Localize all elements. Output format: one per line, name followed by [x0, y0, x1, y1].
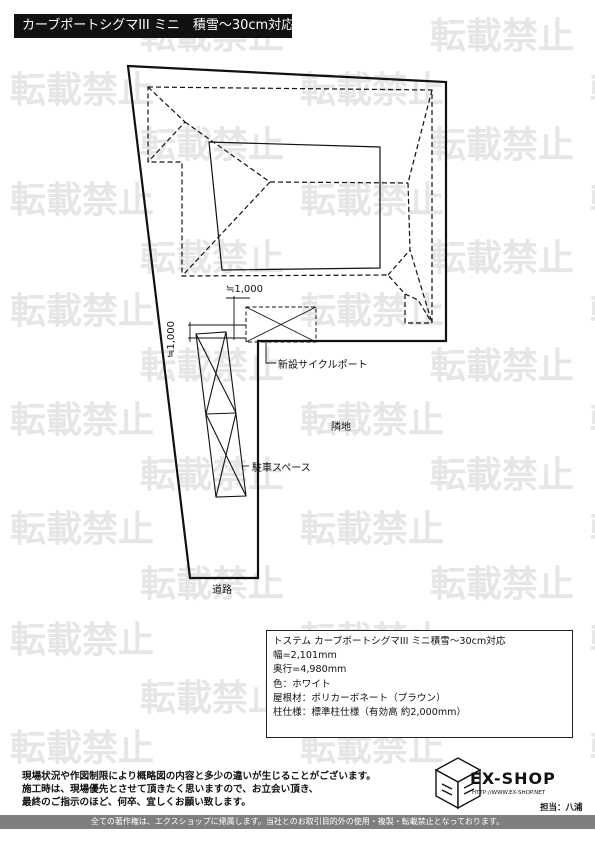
watermark-text: 転載禁止	[430, 564, 574, 605]
dimension-lines	[188, 296, 250, 342]
cube-logo-icon	[434, 757, 482, 810]
roof-outline	[147, 86, 433, 324]
watermark-text: 転載禁止	[430, 16, 574, 57]
watermark-text: 転載禁止	[590, 728, 595, 769]
watermark-text: 転載禁止	[140, 678, 284, 719]
watermark-text: 転載禁止	[140, 564, 284, 605]
watermark-text: 転載禁止	[10, 291, 154, 332]
notice-line-3: 最終のご指示のほど、何卒、宜しくお願い致します。	[22, 797, 251, 808]
watermark-text: 転載禁止	[590, 291, 595, 332]
watermark-text: 転載禁止	[300, 400, 444, 441]
watermark-text: 転載禁止	[10, 180, 154, 221]
spec-color: 色：ホワイト	[273, 678, 331, 690]
logo-name: EX-SHOP	[470, 769, 556, 788]
staff-name: 担当：八浦	[540, 803, 583, 813]
watermark-text: 転載禁止	[590, 180, 595, 221]
watermark-text: 転載禁止	[590, 400, 595, 441]
page-title: カーブポートシグマIII ミニ 積雪～30cm対応	[14, 14, 294, 38]
parking-space	[195, 331, 247, 498]
watermark-text: 転載禁止	[590, 620, 595, 661]
watermark-text: 転載禁止	[10, 620, 154, 661]
watermark-text: 転載禁止	[300, 180, 444, 221]
cycle-port	[245, 306, 317, 343]
house-outline	[208, 141, 381, 271]
spec-width: 幅=2,101mm	[273, 650, 337, 662]
label-neighbor-lot: 隣地	[331, 422, 351, 433]
notice-text: 現場状況や作図制限により概略図の内容と多少の違いが生じることがございます。 施工…	[22, 770, 376, 809]
spec-product: トステム カーブポートシグマIII ミニ積雪～30cm対応	[273, 636, 506, 647]
watermark-text: 転載禁止	[590, 70, 595, 111]
roof-hip-lines	[147, 86, 433, 324]
dimension-label-depth: ≒1,000	[166, 320, 177, 358]
watermark-text: 転載禁止	[10, 509, 154, 550]
watermark-text: 転載禁止	[300, 509, 444, 550]
leader-cycle-port	[265, 342, 276, 364]
watermark-text: 転載禁止	[140, 238, 284, 279]
spec-box: トステム カーブポートシグマIII ミニ積雪～30cm対応 幅=2,101mm …	[266, 630, 573, 738]
spec-roof: 屋根材：ポリカーボネート（ブラウン）	[273, 692, 446, 704]
notice-line-2: 施工時は、現場優先とさせて頂きたく思いますので、お立会い頂き、	[22, 784, 319, 795]
label-parking-space: 駐車スペース	[252, 463, 311, 474]
copyright-footer: 全ての著作権は、エクスショップに帰属します。当社とのお取引目的外の使用・複製・転…	[0, 815, 595, 829]
lot-boundary	[126, 64, 448, 580]
watermark-text: 転載禁止	[430, 455, 574, 496]
watermark-text: 転載禁止	[430, 238, 574, 279]
logo-url: HTTP://WWW.EX-SHOP.NET	[472, 790, 546, 796]
spec-post: 柱仕様：標準柱仕様（有効高 約2,000mm）	[273, 707, 467, 719]
notice-line-1: 現場状況や作図制限により概略図の内容と多少の違いが生じることがございます。	[22, 771, 376, 782]
watermark-text: 転載禁止	[300, 291, 444, 332]
watermark-text: 転載禁止	[10, 728, 154, 769]
dimension-label-width: ≒1,000	[226, 284, 264, 295]
label-road: 道路	[212, 585, 232, 596]
label-cycle-port: 新設サイクルポート	[278, 360, 368, 371]
watermark-text: 転載禁止	[10, 400, 154, 441]
watermark-text: 転載禁止	[590, 509, 595, 550]
watermark-text: 転載禁止	[430, 346, 574, 387]
watermark-text: 転載禁止	[430, 125, 574, 166]
spec-depth: 奥行=4,980mm	[273, 664, 347, 676]
